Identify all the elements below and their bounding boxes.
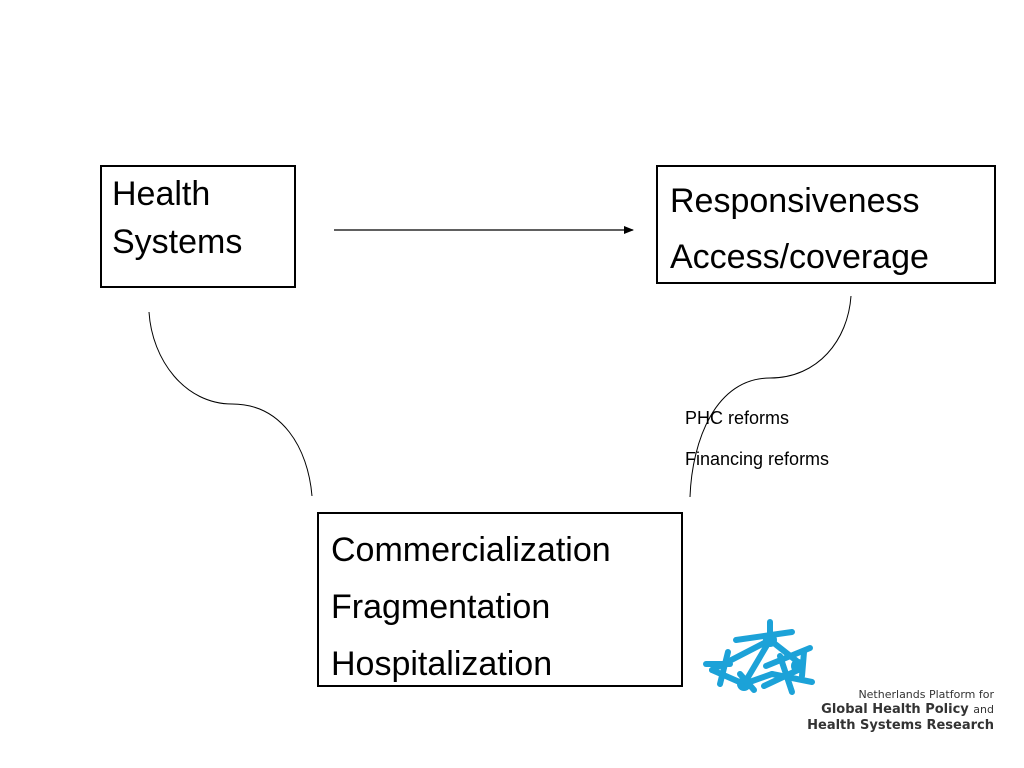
logo-text: Netherlands Platform for Global Health P… — [807, 688, 994, 734]
outcome-access-coverage: Access/coverage — [670, 238, 929, 277]
logo-line-2-main: Global Health Policy — [821, 702, 969, 717]
box-health-systems: Health Systems — [100, 165, 296, 288]
health-systems-line-1: Health — [112, 175, 211, 213]
reform-financing: Financing reforms — [685, 449, 830, 469]
curve-health-to-trends — [148, 311, 313, 497]
reforms-label: PHC reforms Financing reforms — [685, 398, 829, 480]
curve-outcomes-to-trends — [689, 295, 852, 498]
health-systems-line-2: Systems — [112, 222, 243, 261]
logo-line-2-suffix: and — [973, 703, 994, 716]
reform-phc: PHC reforms — [685, 408, 790, 428]
logo-line-3: Health Systems Research — [807, 718, 994, 733]
outcome-responsiveness: Responsiveness — [670, 182, 920, 220]
box-trends: Commercialization Fragmentation Hospital… — [317, 512, 683, 687]
trend-fragmentation: Fragmentation — [331, 588, 551, 627]
network-molecule-icon — [703, 619, 815, 695]
trend-hospitalization: Hospitalization — [331, 645, 553, 684]
trend-commercialization: Commercialization — [331, 531, 611, 569]
logo-line-2: Global Health Policy and — [807, 702, 994, 718]
box-outcomes: Responsiveness Access/coverage — [656, 165, 996, 284]
logo-line-1: Netherlands Platform for — [858, 688, 994, 701]
